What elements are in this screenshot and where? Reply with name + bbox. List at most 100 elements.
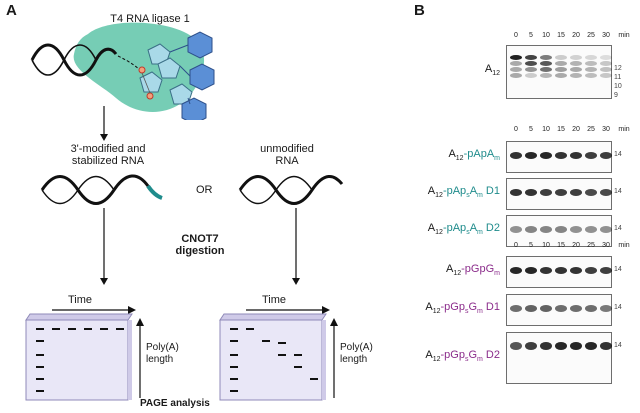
polya-label-right: Poly(A) length [340,342,373,365]
time-point-label: 0 [514,242,518,249]
page-analysis-label: PAGE analysis [140,398,210,409]
gel-band [510,67,522,72]
polya-arrow-left [136,318,144,398]
digestion-label: CNOT7 digestion [175,233,225,257]
size-marker-label: 14 [614,151,622,158]
gel-band [525,266,537,274]
gel-band [525,304,537,312]
gel-band [555,55,567,60]
gel-band [540,266,552,274]
gel-band [600,61,612,66]
gel-band [600,55,612,60]
gel-band [525,55,537,60]
gel-band [555,188,567,196]
gel-band [510,61,522,66]
size-marker-label: 9 [614,92,618,99]
gel-band [540,55,552,60]
time-point-label: 30 [602,242,610,249]
size-marker-label: 14 [614,342,622,349]
gel-band [570,304,582,312]
nucleotide-pentagon-icon [169,83,193,105]
panel-a-letter: A [6,2,17,19]
nucleotide-pentagon-icon [147,43,171,65]
time-point-label: 15 [557,242,565,249]
gel-band [585,61,597,66]
time-point-label: 30 [602,32,610,39]
gel-band [525,188,537,196]
gel-blot-a12 [506,45,612,99]
time-point-label: 30 [602,126,610,133]
nucleotide-pentagon-icon [139,71,163,93]
gel-band [510,342,522,350]
time-label-right: Time [262,294,287,306]
gel-band [570,342,582,350]
blot-name-pGpGm: A12-pGpGm [446,263,500,278]
gel-band [570,151,582,159]
base-hexagon-icon [181,97,207,120]
gel-band [510,73,522,78]
gel-illustration-right [219,313,327,401]
size-marker-label: 14 [614,304,622,311]
gel-band [525,342,537,350]
blot-name-a12: A12 [484,63,500,78]
gel-band [510,266,522,274]
size-marker-label: 11 [614,74,622,81]
gel-band [525,151,537,159]
gel-band [555,225,567,233]
gel-band [600,73,612,78]
gel-band [555,342,567,350]
gel-band [585,225,597,233]
gel-band [555,67,567,72]
time-point-label: 15 [557,32,565,39]
digestion-arrow-right [292,208,300,285]
phosphate-dot-icon [146,92,154,100]
gel-band [555,151,567,159]
gel-band [585,304,597,312]
unmodified-rna-icon [238,175,344,205]
time-arrow-right [246,306,330,314]
gel-band [555,73,567,78]
gel-band [570,266,582,274]
digestion-arrow-left [100,208,108,285]
gel-blot-pGpsGm-d2 [506,332,612,384]
gel-band [600,67,612,72]
time-arrow-left [52,306,136,314]
gel-band [570,73,582,78]
gel-band [540,225,552,233]
time-point-label: 25 [587,32,595,39]
gel-band [600,342,612,350]
gel-band [525,61,537,66]
time-point-label: 0 [514,32,518,39]
nucleotide-pentagon-icon [157,57,181,79]
gel-band [510,304,522,312]
polya-arrow-right [330,318,338,398]
rna-strand-icon [30,43,118,77]
time-point-label: 10 [542,242,550,249]
gel-band [525,67,537,72]
size-marker-label: 14 [614,266,622,273]
base-hexagon-icon [187,31,213,59]
gel-band [540,188,552,196]
time-point-label: 20 [572,242,580,249]
size-marker-label: 12 [614,65,622,72]
gel-band [525,73,537,78]
gel-band [600,188,612,196]
time-point-label: 15 [557,126,565,133]
polya-label-left: Poly(A) length [146,342,179,365]
or-label: OR [196,184,213,196]
modified-rna-label: 3'-modified and stabilized RNA [70,143,146,167]
ligation-illustration [30,22,215,120]
gel-band [585,188,597,196]
gel-band [540,67,552,72]
blot-name-pApsAm-d2: A12-pApsAm D2 [427,222,500,237]
gel-band [540,61,552,66]
blot-name-pApAm: A12-pApAm [448,148,500,163]
ligation-arrow [100,106,108,141]
gel-band [510,188,522,196]
time-unit-label: min [618,126,630,133]
gel-band [570,55,582,60]
gel-band [570,225,582,233]
gel-band [585,55,597,60]
